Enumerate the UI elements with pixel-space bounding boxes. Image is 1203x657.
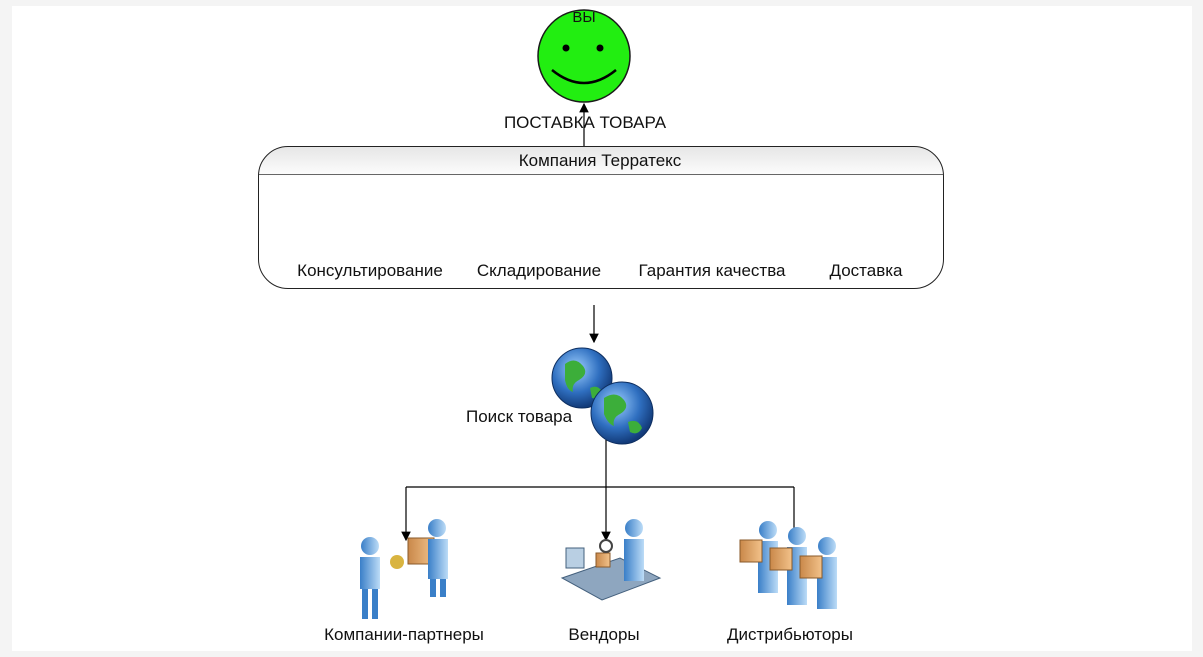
service-label-warehouse: Складирование (476, 261, 602, 280)
diagram-canvas (12, 6, 1192, 651)
partner-handshake-icon (360, 519, 448, 619)
source-label-partners: Компании-партнеры (324, 625, 484, 644)
smiley-icon (537, 9, 631, 103)
service-label-consulting: Консультирование (297, 261, 443, 280)
search-label: Поиск товара (466, 407, 573, 426)
globe-icon (551, 347, 654, 445)
service-label-quality: Гарантия качества (638, 261, 786, 280)
company-title: Компания Терратекс (518, 151, 682, 170)
you-label: ВЫ (572, 9, 596, 26)
service-label-delivery: Доставка (829, 261, 903, 280)
distributors-icon (739, 521, 837, 609)
connectors (401, 440, 799, 542)
source-label-distributors: Дистрибьюторы (727, 625, 853, 644)
vendor-conveyor-icon (560, 519, 662, 601)
company-box (258, 146, 944, 289)
source-label-vendors: Вендоры (568, 625, 640, 644)
delivery-label: ПОСТАВКА ТОВАРА (503, 113, 667, 132)
box-divider (259, 174, 943, 175)
